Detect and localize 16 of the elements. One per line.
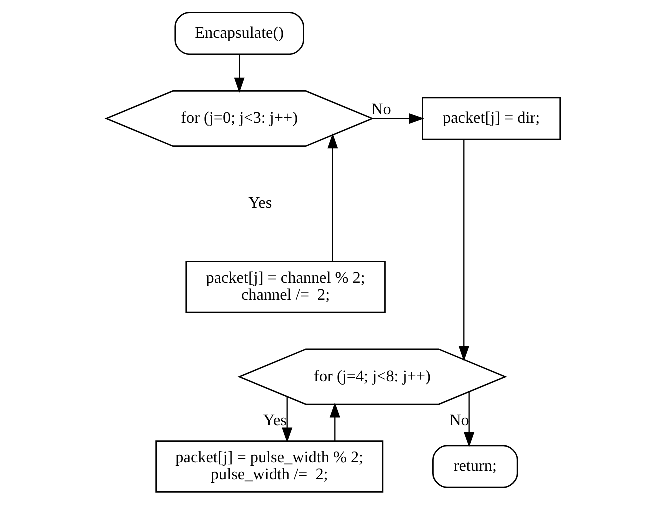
node-box: Encapsulate() (174, 12, 304, 56)
node-box: return; (432, 445, 518, 488)
edge-label: No (450, 412, 470, 430)
arrow (372, 114, 424, 124)
label: Yes (248, 195, 272, 212)
arrow (464, 392, 475, 448)
arrow (234, 54, 245, 93)
edge-label: Yes (263, 412, 287, 430)
node-box: packet[j] = channel % 2; channel /= 2; (186, 261, 386, 314)
arrow (458, 140, 470, 362)
edge-label: No (372, 101, 392, 118)
arrow (282, 396, 293, 443)
arrow (328, 134, 338, 262)
arrow (330, 402, 340, 442)
node-box: packet[j] = dir; (422, 97, 562, 140)
node-box: packet[j] = pulse_width % 2; pulse_width /= 2; (156, 440, 384, 493)
